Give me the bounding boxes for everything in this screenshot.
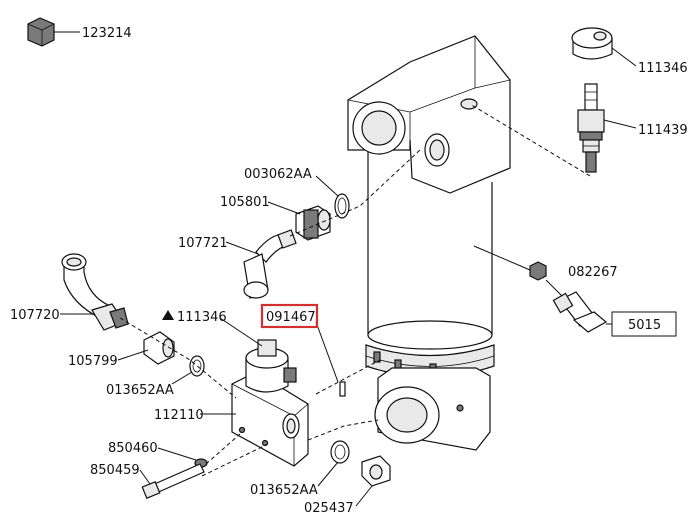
dash-bolt-line-2 bbox=[201, 443, 269, 477]
label-025437: 025437 bbox=[304, 501, 354, 516]
leader-025437 bbox=[355, 485, 373, 507]
label-105799: 105799 bbox=[68, 354, 118, 369]
filter-housing bbox=[347, 35, 511, 451]
adapter-105801 bbox=[295, 205, 331, 241]
plug-025437 bbox=[361, 455, 391, 487]
label-123214: 123214 bbox=[82, 26, 132, 41]
label-013652AA-left: 013652AA bbox=[106, 383, 174, 398]
label-111439: 111439 bbox=[638, 123, 688, 138]
pin-091467 bbox=[339, 381, 346, 397]
elbow-107720 bbox=[61, 253, 129, 331]
bolt-850459 bbox=[141, 463, 205, 499]
seal-013652AA-bottom bbox=[330, 440, 350, 464]
dash-left-line bbox=[119, 317, 237, 399]
label-091467: 091467 bbox=[266, 310, 316, 325]
label-111346-mid: 111346 bbox=[177, 310, 227, 325]
highlighted-part-box: 091467 bbox=[260, 303, 319, 329]
warning-triangle-icon bbox=[162, 310, 174, 320]
label-112110: 112110 bbox=[154, 408, 204, 423]
leader-111346-mid bbox=[219, 317, 263, 347]
leader-105801 bbox=[267, 201, 301, 215]
leader-082267-housing bbox=[473, 245, 531, 271]
dash-block-to-housing bbox=[307, 419, 379, 441]
sensor-probe-111439 bbox=[577, 83, 605, 173]
warning-label-group: 111346 bbox=[162, 310, 227, 325]
dash-bolt-line bbox=[205, 433, 241, 465]
leader-091467 bbox=[315, 321, 339, 383]
leader-013652AA-bottom bbox=[317, 461, 339, 487]
dash-111439-to-housing bbox=[469, 103, 591, 177]
leader-111439 bbox=[603, 119, 637, 129]
elbow-fitting-107721 bbox=[243, 229, 297, 299]
leader-111346-top bbox=[611, 47, 637, 67]
sensor-cap-111346 bbox=[571, 27, 613, 60]
label-013652AA-bottom: 013652AA bbox=[250, 483, 318, 498]
leader-003062AA bbox=[315, 175, 339, 197]
label-111346-top: 111346 bbox=[638, 61, 688, 76]
label-107720: 107720 bbox=[10, 308, 60, 323]
seal-003062AA bbox=[334, 193, 350, 219]
highlight-frame bbox=[260, 303, 319, 329]
label-5015: 5015 bbox=[628, 318, 661, 333]
leader-013652AA-left bbox=[171, 371, 193, 385]
leader-850459 bbox=[139, 469, 151, 485]
indicator-5015 bbox=[552, 291, 608, 333]
kit-box-icon bbox=[27, 17, 55, 47]
label-003062AA: 003062AA bbox=[244, 167, 312, 182]
label-105801: 105801 bbox=[220, 195, 270, 210]
seal-013652AA-left bbox=[189, 355, 205, 377]
solenoid-coil-111346 bbox=[245, 339, 297, 393]
label-107721: 107721 bbox=[178, 236, 228, 251]
label-850459: 850459 bbox=[90, 463, 140, 478]
leader-850460 bbox=[157, 447, 197, 461]
leader-107721 bbox=[225, 241, 259, 255]
label-082267: 082267 bbox=[568, 265, 618, 280]
nut-082267 bbox=[529, 261, 547, 281]
indicator-label-box: 5015 bbox=[611, 311, 677, 337]
adapter-105799 bbox=[143, 331, 175, 365]
label-850460: 850460 bbox=[108, 441, 158, 456]
dash-pin-line bbox=[315, 359, 381, 395]
leader-082267-indicator bbox=[545, 279, 563, 297]
leader-105799 bbox=[117, 349, 149, 361]
